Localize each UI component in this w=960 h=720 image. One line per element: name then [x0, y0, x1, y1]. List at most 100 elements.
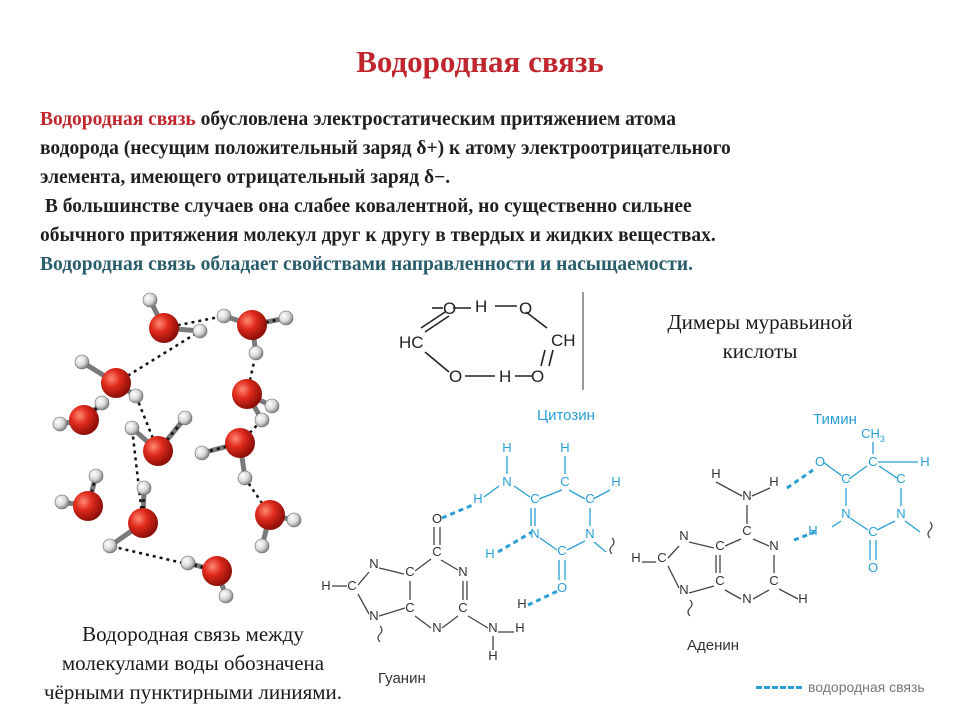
sugar-link-icon	[687, 599, 693, 617]
water-caption: Водородная связь между молекулами воды о…	[18, 620, 368, 707]
atom-n: N	[742, 488, 751, 503]
hydrogen-atom	[254, 538, 270, 554]
atom-n: N	[769, 538, 778, 553]
hydrogen-bond	[441, 502, 476, 520]
covalent-bond	[440, 559, 459, 571]
covalent-bond	[822, 461, 843, 477]
intro-line-3: элемента, имеющего отрицательный заряд δ…	[40, 167, 451, 188]
hydrogen-bond	[109, 544, 218, 573]
covalent-bond	[752, 589, 770, 600]
covalent-bond	[724, 589, 742, 600]
hydrogen-atom	[254, 412, 270, 428]
covalent-bond	[848, 465, 868, 480]
atom-c: C	[896, 471, 905, 486]
oxygen-atom	[225, 428, 255, 458]
covalent-bond	[593, 541, 607, 553]
label-thymine: Тимин	[813, 411, 857, 428]
covalent-bond	[904, 520, 921, 533]
atom-c: C	[432, 544, 441, 559]
atom-o: O	[531, 367, 544, 386]
covalent-bond	[467, 615, 489, 629]
hydrogen-atom	[216, 308, 232, 324]
intro-text: Водородная связь обусловлена электростат…	[40, 105, 920, 279]
covalent-bond	[539, 537, 558, 551]
covalent-bond	[831, 520, 842, 528]
hydrogen-atom	[192, 323, 208, 339]
atom-h: H	[475, 297, 487, 316]
formic-acid-dimer-diagram: O H O HC CH O H O	[399, 292, 584, 390]
atom-c: C	[557, 543, 566, 558]
oxygen-atom	[232, 379, 262, 409]
atom-c: C	[585, 491, 594, 506]
covalent-bond	[752, 538, 770, 547]
atom-h: H	[560, 440, 569, 455]
covalent-bond	[688, 585, 715, 594]
label-cytosine: Цитозин	[537, 407, 595, 424]
label-adenine: Аденин	[687, 637, 739, 654]
hydrogen-atom	[136, 480, 152, 496]
water-caption-line-2: молекулами воды обозначена	[61, 651, 325, 675]
atom-n: N	[679, 582, 688, 597]
atom-n: N	[369, 556, 378, 571]
legend: водородная связь	[756, 679, 925, 695]
covalent-bond	[414, 558, 432, 572]
atom-o: O	[432, 511, 442, 526]
atom-n: N	[502, 474, 511, 489]
atom-h: H	[711, 466, 720, 481]
covalent-bond	[441, 615, 459, 629]
hydrogen-atom	[237, 470, 253, 486]
hydrogen-bond	[86, 475, 98, 507]
oxygen-atom	[101, 368, 131, 398]
covalent-bond	[357, 593, 370, 615]
oxygen-atom	[128, 508, 158, 538]
page-title: Водородная связь	[356, 44, 604, 79]
water-cluster-diagram	[52, 292, 302, 604]
atom-c: C	[715, 538, 724, 553]
atom-c: C	[769, 573, 778, 588]
atom-n: N	[742, 591, 751, 606]
hydrogen-bond	[163, 314, 225, 330]
covalent-bond	[513, 485, 531, 498]
atom-h: H	[517, 596, 526, 611]
atom-c: C	[530, 491, 539, 506]
intro-line-2: водорода (несущим положительный заряд δ+…	[40, 138, 731, 159]
atom-o: O	[449, 367, 462, 386]
hydrogen-atom	[218, 588, 234, 604]
atom-o: O	[519, 299, 532, 318]
hydrogen-atom	[52, 416, 68, 432]
hydrogen-atom	[102, 538, 118, 554]
covalent-bond	[538, 489, 563, 500]
covalent-bond	[414, 615, 432, 629]
atom-n: N	[369, 608, 378, 623]
covalent-bond	[357, 571, 370, 586]
atom-n: N	[585, 526, 594, 541]
oxygen-atom	[73, 491, 103, 521]
intro-line-1: обусловлена электростатическим притяжени…	[195, 109, 676, 130]
atom-o: O	[868, 560, 878, 575]
formic-caption-line-1: Димеры муравьиной	[667, 310, 853, 334]
oxygen-atom	[237, 310, 267, 340]
atom-h: H	[499, 367, 511, 386]
atom-ch3: CH3	[861, 426, 885, 444]
atom-h: H	[502, 440, 511, 455]
covalent-bond	[878, 465, 898, 479]
sugar-link-icon	[377, 625, 383, 643]
atom-h: H	[808, 523, 817, 538]
covalent-bond	[566, 540, 586, 551]
hydrogen-atom	[180, 555, 196, 571]
oxygen-atom	[149, 313, 179, 343]
atom-subscript: 3	[880, 434, 885, 444]
atom-h: H	[611, 474, 620, 489]
hydrogen-atom	[248, 345, 264, 361]
covalent-bond	[483, 485, 500, 498]
hydrogen-bond	[115, 329, 201, 385]
covalent-bond	[378, 607, 406, 617]
legend-dash-icon	[756, 685, 802, 689]
intro-line-6: Водородная связь обладает свойствами нап…	[40, 254, 693, 275]
hydrogen-atom	[286, 512, 302, 528]
atom-o: O	[815, 454, 825, 469]
atom-c: C	[841, 471, 850, 486]
hydrogen-atom	[142, 292, 158, 308]
atom-n: N	[432, 620, 441, 635]
